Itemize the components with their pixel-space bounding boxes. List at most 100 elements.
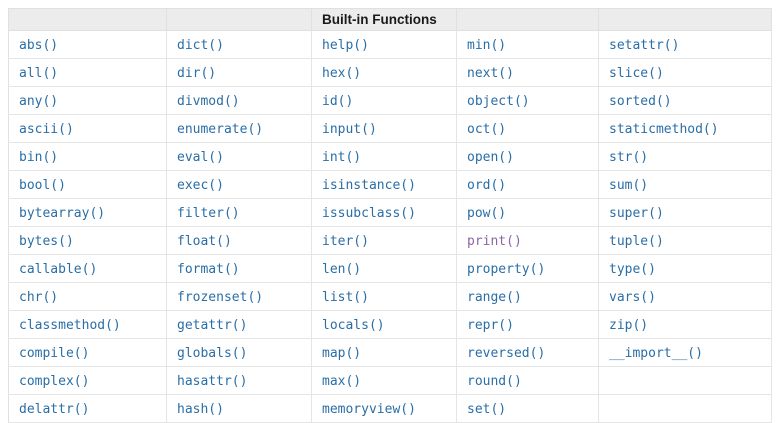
function-link[interactable]: str() — [609, 149, 649, 165]
function-link[interactable]: map() — [322, 345, 362, 361]
function-link[interactable]: hash() — [177, 401, 224, 417]
function-link[interactable]: all() — [19, 65, 59, 81]
function-link[interactable]: object() — [467, 93, 530, 109]
function-link[interactable]: format() — [177, 261, 240, 277]
table-row: complex() hasattr() max() round() — [8, 366, 772, 395]
function-link[interactable]: type() — [609, 261, 656, 277]
function-link[interactable]: eval() — [177, 149, 224, 165]
function-link[interactable]: chr() — [19, 289, 59, 305]
function-link[interactable]: id() — [322, 93, 354, 109]
function-link[interactable]: next() — [467, 65, 514, 81]
function-link[interactable]: vars() — [609, 289, 656, 305]
function-cell: bin() — [8, 142, 167, 171]
function-link[interactable]: round() — [467, 373, 522, 389]
function-link[interactable]: set() — [467, 401, 507, 417]
builtin-functions-table: Built-in Functions abs() dict() help() min(… — [8, 8, 772, 423]
function-cell: super() — [598, 198, 772, 227]
function-cell: slice() — [598, 58, 772, 87]
table-row: ascii() enumerate() input() oct() staticmeth… — [8, 114, 772, 143]
header-cell-2 — [166, 8, 312, 31]
function-link[interactable]: dir() — [177, 65, 217, 81]
function-link[interactable]: sum() — [609, 177, 649, 193]
function-cell: tuple() — [598, 226, 772, 255]
function-cell: dir() — [166, 58, 312, 87]
function-cell: help() — [311, 30, 457, 59]
function-link[interactable]: dict() — [177, 37, 224, 53]
function-link[interactable]: staticmethod() — [609, 121, 719, 137]
function-link[interactable]: min() — [467, 37, 507, 53]
function-link[interactable]: pow() — [467, 205, 507, 221]
function-link[interactable]: classmethod() — [19, 317, 121, 333]
function-cell: open() — [456, 142, 599, 171]
function-link[interactable]: bytearray() — [19, 205, 106, 221]
function-link[interactable]: locals() — [322, 317, 385, 333]
function-link[interactable]: getattr() — [177, 317, 248, 333]
function-cell: reversed() — [456, 338, 599, 367]
function-cell: iter() — [311, 226, 457, 255]
function-link[interactable]: enumerate() — [177, 121, 264, 137]
function-link[interactable]: isinstance() — [322, 177, 416, 193]
function-cell: eval() — [166, 142, 312, 171]
empty-cell — [598, 394, 772, 423]
table-row: compile() globals() map() reversed() __impor… — [8, 338, 772, 367]
function-cell: getattr() — [166, 310, 312, 339]
function-link[interactable]: int() — [322, 149, 362, 165]
function-link[interactable]: callable() — [19, 261, 98, 277]
function-cell: map() — [311, 338, 457, 367]
function-link[interactable]: open() — [467, 149, 514, 165]
function-link[interactable]: abs() — [19, 37, 59, 53]
function-cell: enumerate() — [166, 114, 312, 143]
function-link[interactable]: print() — [467, 233, 522, 249]
function-link[interactable]: zip() — [609, 317, 649, 333]
function-link[interactable]: frozenset() — [177, 289, 264, 305]
function-cell: divmod() — [166, 86, 312, 115]
function-link[interactable]: bool() — [19, 177, 66, 193]
function-cell: compile() — [8, 338, 167, 367]
function-link[interactable]: reversed() — [467, 345, 546, 361]
function-link[interactable]: delattr() — [19, 401, 90, 417]
function-link[interactable]: compile() — [19, 345, 90, 361]
function-link[interactable]: slice() — [609, 65, 664, 81]
function-cell: int() — [311, 142, 457, 171]
function-link[interactable]: hex() — [322, 65, 362, 81]
function-link[interactable]: len() — [322, 261, 362, 277]
function-link[interactable]: setattr() — [609, 37, 680, 53]
function-cell: vars() — [598, 282, 772, 311]
function-link[interactable]: oct() — [467, 121, 507, 137]
function-link[interactable]: exec() — [177, 177, 224, 193]
function-cell: locals() — [311, 310, 457, 339]
function-link[interactable]: ord() — [467, 177, 507, 193]
function-link[interactable]: list() — [322, 289, 369, 305]
function-cell: staticmethod() — [598, 114, 772, 143]
table-row: bool() exec() isinstance() ord() sum() — [8, 170, 772, 199]
function-link[interactable]: divmod() — [177, 93, 240, 109]
function-link[interactable]: super() — [609, 205, 664, 221]
function-link[interactable]: help() — [322, 37, 369, 53]
function-link[interactable]: input() — [322, 121, 377, 137]
function-link[interactable]: filter() — [177, 205, 240, 221]
function-cell: min() — [456, 30, 599, 59]
function-link[interactable]: float() — [177, 233, 232, 249]
table-header: Built-in Functions — [8, 8, 772, 31]
function-cell: abs() — [8, 30, 167, 59]
function-link[interactable]: range() — [467, 289, 522, 305]
function-link[interactable]: iter() — [322, 233, 369, 249]
function-link[interactable]: ascii() — [19, 121, 74, 137]
function-link[interactable]: issubclass() — [322, 205, 416, 221]
function-link[interactable]: property() — [467, 261, 546, 277]
function-link[interactable]: bytes() — [19, 233, 74, 249]
function-link[interactable]: bin() — [19, 149, 59, 165]
function-link[interactable]: max() — [322, 373, 362, 389]
table-row: classmethod() getattr() locals() repr() zip(… — [8, 310, 772, 339]
function-link[interactable]: complex() — [19, 373, 90, 389]
function-link[interactable]: tuple() — [609, 233, 664, 249]
function-link[interactable]: globals() — [177, 345, 248, 361]
table-body: abs() dict() help() min() setattr() all() dir(… — [8, 30, 772, 423]
function-link[interactable]: memoryview() — [322, 401, 416, 417]
empty-cell — [598, 366, 772, 395]
function-link[interactable]: sorted() — [609, 93, 672, 109]
function-link[interactable]: any() — [19, 93, 59, 109]
function-link[interactable]: hasattr() — [177, 373, 248, 389]
function-link[interactable]: repr() — [467, 317, 514, 333]
function-link[interactable]: __import__() — [609, 345, 703, 361]
